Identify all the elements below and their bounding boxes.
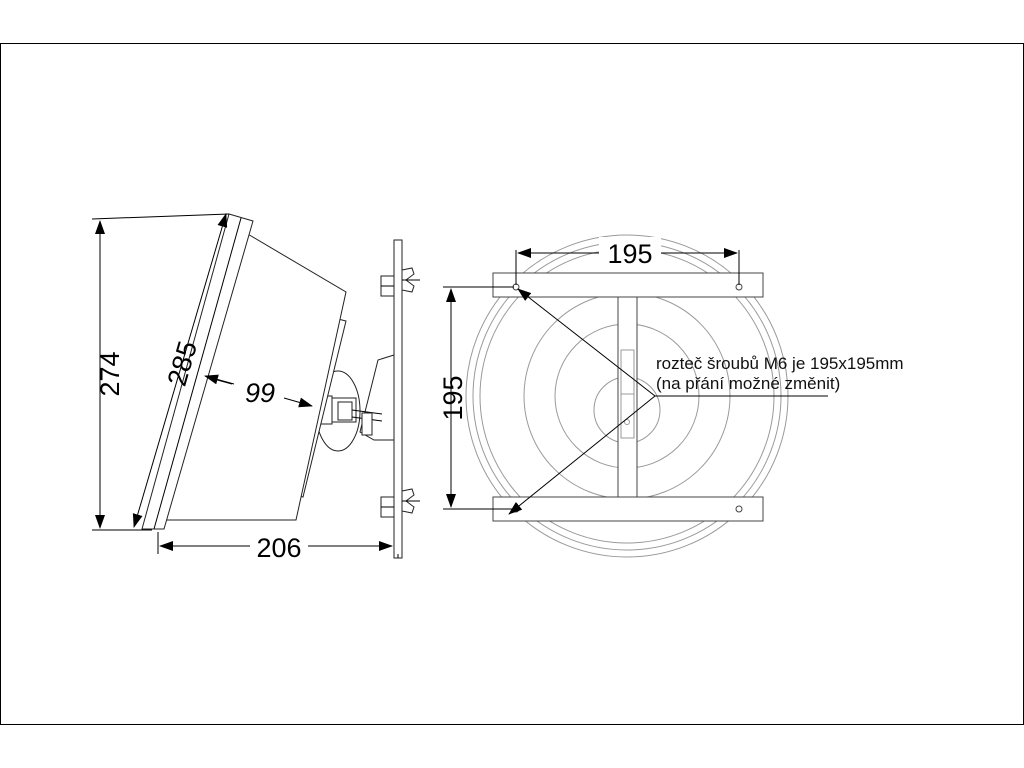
dim-206-label: 206 <box>256 533 301 563</box>
front-dimensions: 195 195 rozteč šroubů M6 je 195x195mm (n… <box>438 237 904 515</box>
dim-195-left-label: 195 <box>438 375 468 420</box>
bolt-pitch-note-sub: (na přání možné změnit) <box>656 374 840 393</box>
front-top-bar <box>492 272 764 298</box>
wall-plate <box>393 239 403 559</box>
bolt-pitch-note: rozteč šroubů M6 je 195x195mm <box>656 354 904 373</box>
leader-line-bottom <box>508 395 656 515</box>
front-bottom-bar <box>492 496 764 522</box>
dim-274-label: 274 <box>95 351 125 396</box>
dim-99-label: 99 <box>245 378 275 408</box>
upper-bolt <box>380 267 420 297</box>
leader-line-top <box>517 288 656 397</box>
bolt-hole-bottom-right <box>735 505 743 513</box>
lower-bolt <box>380 488 420 518</box>
dim-195-top-label: 195 <box>607 239 652 269</box>
drawing-frame <box>0 43 1024 725</box>
dim-line-285 <box>132 213 228 528</box>
